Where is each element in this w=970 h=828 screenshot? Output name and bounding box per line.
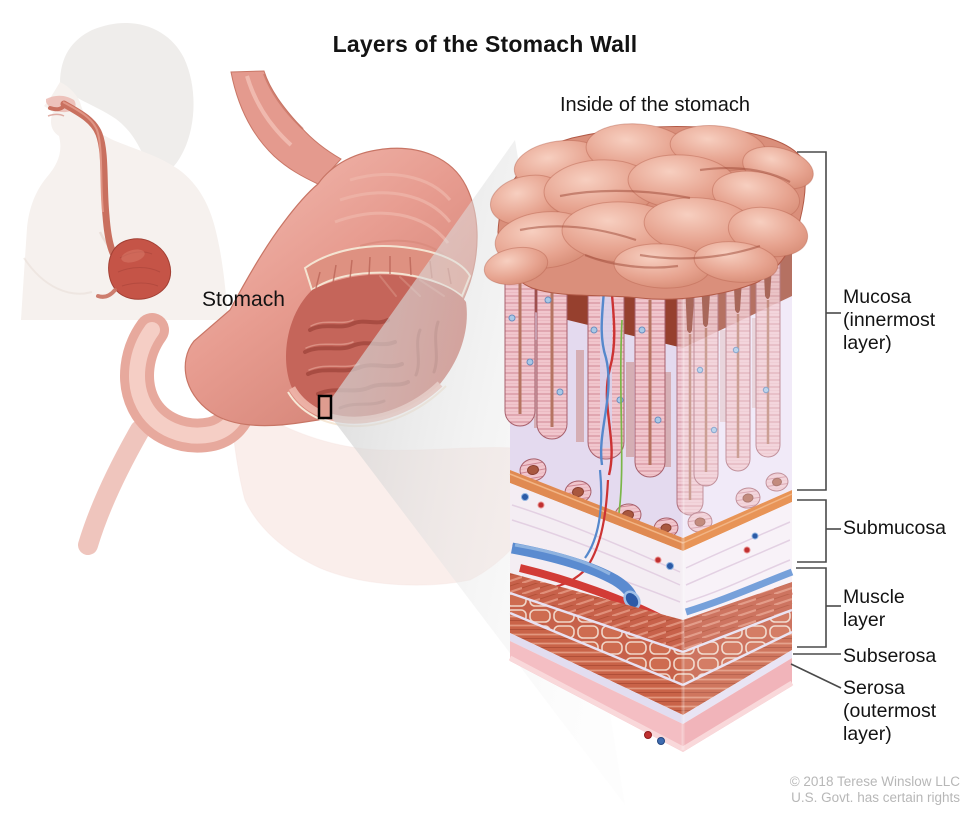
mucosa-label-line3: layer) <box>843 332 892 354</box>
serosa-leader-line <box>790 663 842 689</box>
right-face-highlight <box>683 250 792 538</box>
muscularis-mucosae-art <box>509 470 793 551</box>
muscle-layer-art <box>509 573 793 715</box>
gastric-glands-right <box>676 249 789 533</box>
surface-bumps-art <box>483 123 814 300</box>
serosa-artery-dot <box>644 731 652 739</box>
figure-body <box>21 82 228 320</box>
magnified-region-marker <box>317 394 333 420</box>
mucosa-label-line1: Mucosa <box>843 286 912 308</box>
serosa-label-line2: (outermost <box>843 700 937 722</box>
mucosa-label-line2: (innermost <box>843 309 936 331</box>
subserosa-layer-art <box>510 633 792 724</box>
muscle-bracket <box>796 567 827 648</box>
serosa-vein-dot <box>657 737 665 745</box>
figure-stomach <box>96 238 171 300</box>
mucosa-label: Mucosa (innermost layer) <box>843 286 935 355</box>
vein-cut-end <box>623 590 641 610</box>
inside-of-stomach-label: Inside of the stomach <box>559 94 751 116</box>
subserosa-label-line1: Subserosa <box>843 645 937 667</box>
figure-chest-shading-2 <box>23 257 93 295</box>
muscle-label-line2: layer <box>843 609 886 631</box>
copyright-credit: © 2018 Terese Winslow LLC U.S. Govt. has… <box>790 774 960 806</box>
submucosa-bracket <box>797 499 827 563</box>
mucosa-bracket <box>797 151 827 491</box>
serosa-layer-art <box>508 641 794 752</box>
serosa-label: Serosa (outermost layer) <box>843 677 936 746</box>
stomach-label: Stomach <box>202 288 285 311</box>
muscle-label-line1: Muscle <box>843 586 905 608</box>
human-figure <box>21 22 228 320</box>
stomach-wall-block <box>483 123 814 752</box>
copyright-line2: U.S. Govt. has certain rights <box>791 790 960 805</box>
submucosa-label: Submucosa <box>843 517 946 540</box>
figure-esophagus <box>48 100 125 270</box>
serosa-label-line1: Serosa <box>843 677 905 699</box>
leader-lines <box>790 151 842 689</box>
copyright-line1: © 2018 Terese Winslow LLC <box>789 774 960 789</box>
page-title: Layers of the Stomach Wall <box>332 31 638 57</box>
capillary-dots <box>521 493 759 596</box>
esophagus-illustration <box>230 70 342 185</box>
mucosa-layer-art <box>504 211 792 539</box>
muscle-layer-label: Muscle layer <box>843 586 905 632</box>
submucosa-label-line1: Submucosa <box>843 517 946 539</box>
figure-lips <box>47 113 65 117</box>
serosa-label-line3: layer) <box>843 723 892 745</box>
figure-hair <box>60 22 194 182</box>
subserosa-label: Subserosa <box>843 645 936 668</box>
